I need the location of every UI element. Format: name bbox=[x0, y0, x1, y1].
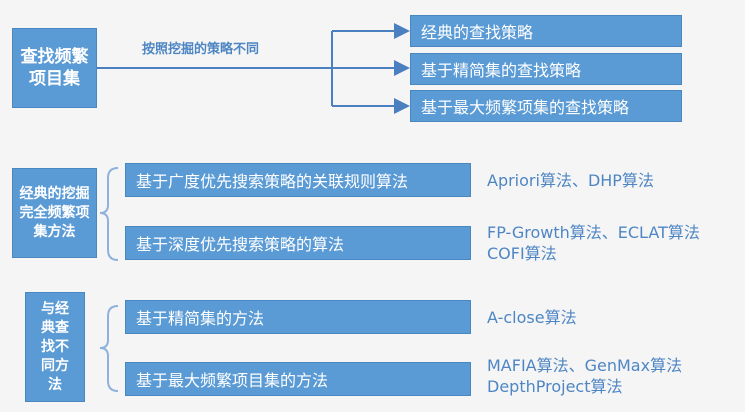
top-item-condensed: 基于精简集的查找策略 bbox=[410, 53, 682, 85]
bottom-root-box: 与经典查找不同方法 bbox=[25, 292, 85, 402]
bottom-algo-1: A-close算法 bbox=[487, 308, 577, 327]
top-item-maximal: 基于最大频繁项集的查找策略 bbox=[410, 90, 682, 122]
mid-root-box: 经典的挖掘完全频繁项集方法 bbox=[12, 168, 97, 258]
top-item-classic-label: 经典的查找策略 bbox=[421, 23, 534, 42]
bottom-root-label: 与经典查找不同方法 bbox=[41, 300, 69, 393]
top-item-classic: 经典的查找策略 bbox=[410, 15, 682, 47]
mid-root-label: 经典的挖掘完全频繁项集方法 bbox=[19, 185, 90, 240]
mid-algo-1: Apriori算法、DHP算法 bbox=[487, 171, 654, 190]
mid-item-bfs: 基于广度优先搜索策略的关联规则算法 bbox=[125, 163, 471, 197]
mid-item-bfs-label: 基于广度优先搜索策略的关联规则算法 bbox=[136, 172, 409, 191]
mid-item-dfs: 基于深度优先搜索策略的算法 bbox=[125, 226, 471, 260]
top-root-box: 查找频繁项目集 bbox=[12, 28, 97, 108]
bottom-item-maximal: 基于最大频繁项目集的方法 bbox=[125, 362, 471, 396]
top-root-label: 查找频繁项目集 bbox=[20, 47, 89, 89]
bottom-algo-3: DepthProject算法 bbox=[487, 377, 623, 396]
strategy-label: 按照挖掘的策略不同 bbox=[142, 42, 260, 57]
mid-algo-2: FP-Growth算法、ECLAT算法 bbox=[487, 223, 700, 242]
top-item-maximal-label: 基于最大频繁项集的查找策略 bbox=[421, 98, 630, 117]
mid-item-dfs-label: 基于深度优先搜索策略的算法 bbox=[136, 235, 345, 254]
bottom-item-maximal-label: 基于最大频繁项目集的方法 bbox=[136, 371, 329, 390]
bottom-item-condensed: 基于精简集的方法 bbox=[125, 300, 471, 334]
mid-algo-3: COFI算法 bbox=[487, 244, 557, 263]
bottom-algo-2: MAFIA算法、GenMax算法 bbox=[487, 356, 683, 375]
top-item-condensed-label: 基于精简集的查找策略 bbox=[421, 61, 582, 80]
bottom-item-condensed-label: 基于精简集的方法 bbox=[136, 309, 265, 328]
